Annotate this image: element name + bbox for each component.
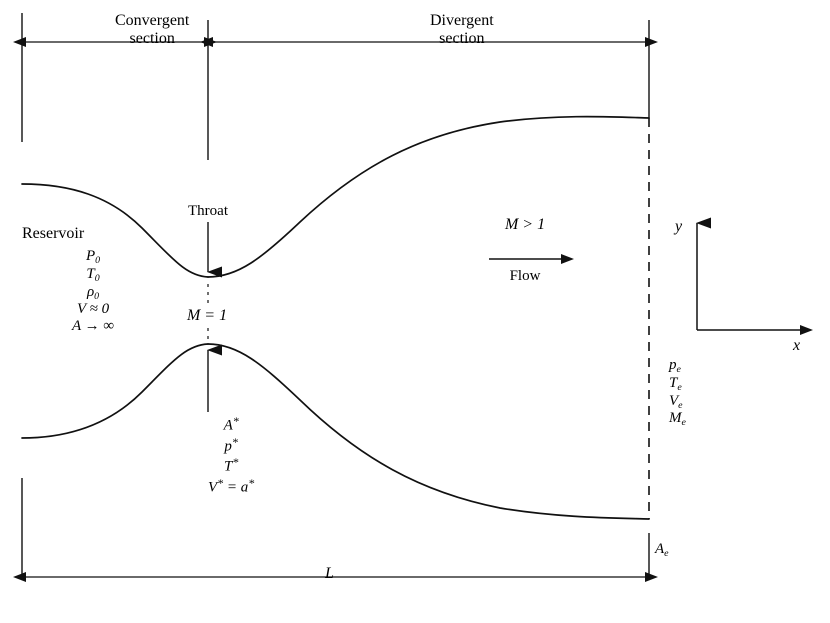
reference-lines: [21, 13, 650, 580]
divergent-section-label: Divergent section: [430, 12, 494, 48]
x-axis-label: x: [793, 337, 801, 354]
throat-velocity-star: V* = a*: [208, 475, 255, 496]
exit-velocity: Ve: [669, 392, 683, 411]
reservoir-density: ρ0: [86, 283, 100, 302]
reservoir-velocity: V ≈ 0: [76, 301, 110, 318]
exit-mach: Me: [669, 410, 686, 429]
throat-star-properties: A* p* T* V* = a*: [208, 414, 254, 496]
y-axis-label: y: [675, 218, 683, 235]
divergent-section-label-line2: section: [439, 30, 485, 47]
total-length-label: L: [325, 565, 334, 582]
divergent-section-label-line1: Divergent: [430, 12, 494, 29]
throat-mach-label: M = 1: [186, 307, 228, 324]
exit-conditions: pe Te Ve Me: [669, 357, 686, 428]
supersonic-mach-label: M > 1: [504, 216, 546, 233]
reservoir-heading: Reservoir: [22, 225, 85, 242]
convergent-section-label-line2: section: [129, 30, 175, 47]
upper-wall-convergent: [21, 183, 209, 278]
reservoir-total-pressure: P0: [85, 248, 101, 266]
lower-wall-convergent: [21, 343, 209, 439]
exit-area-label: Ae: [655, 541, 669, 559]
upper-wall-divergent: [207, 115, 650, 278]
throat-area-star: A*: [223, 414, 239, 434]
convergent-section-label: Convergent section: [115, 12, 189, 48]
reservoir-properties: P0 T0 ρ0 V ≈ 0 A → ∞: [72, 248, 114, 335]
throat-callout-label: Throat: [188, 203, 228, 219]
convergent-section-label-line1: Convergent: [115, 12, 190, 29]
flow-caption-label: Flow: [509, 268, 541, 284]
reservoir-area: A → ∞: [72, 318, 115, 335]
exit-pressure: pe: [669, 357, 681, 375]
reservoir-total-temperature: T0: [86, 265, 100, 284]
throat-temperature-star: T*: [223, 455, 239, 475]
throat-pressure-star: p*: [224, 434, 238, 455]
lower-wall-divergent: [207, 343, 650, 520]
exit-temperature: Te: [669, 374, 682, 393]
